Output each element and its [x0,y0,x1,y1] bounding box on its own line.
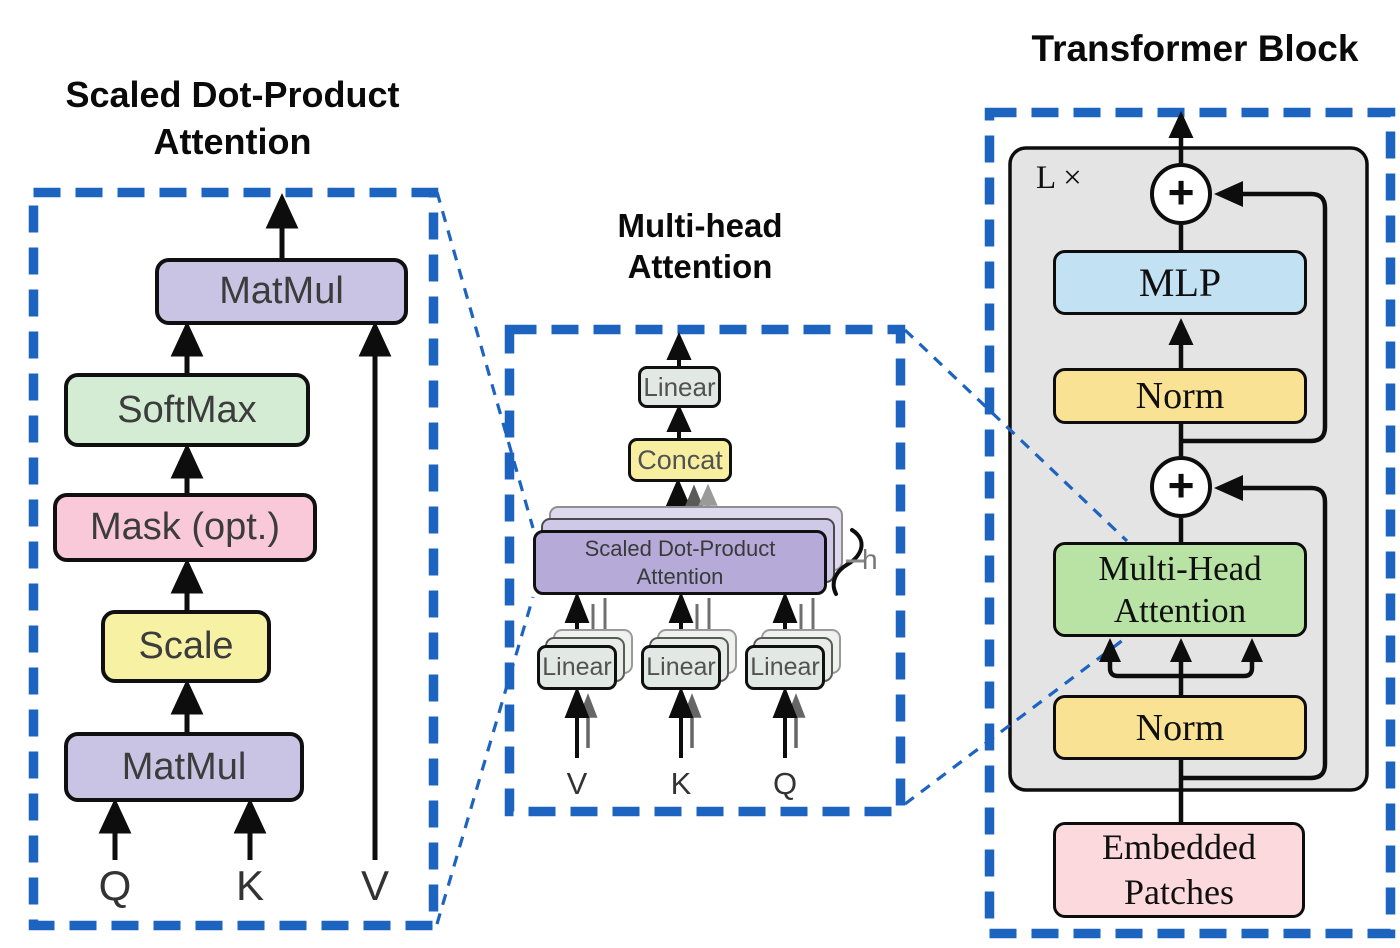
mha-panel-arrows [564,332,815,758]
sdpa-box-line1: Scaled Dot-Product [584,536,776,561]
heads-count-label: h [862,544,878,575]
mha-box-line1: Multi-Head [1098,548,1262,588]
query-input-label: Q [98,862,132,909]
concat-box: Concat [628,438,732,482]
linear-v-box: Linear [537,645,617,690]
residual-add-top-icon: + [1150,163,1212,225]
mha-panel-title: Multi-head Attention [555,205,845,288]
mha-title-line2: Attention [627,248,773,286]
sdpa-title-line1: Scaled Dot-Product [65,74,400,115]
mha-panel-dashed-border [504,324,906,817]
linear-q-box: Linear [745,645,825,690]
scale-box: Scale [101,610,271,683]
softmax-box: SoftMax [64,373,310,447]
sdpa-stack-main-box: Scaled Dot-Product Attention [533,530,827,595]
mha-box-line2: Attention [1113,590,1247,630]
sdpa-box-line2: Attention [636,563,724,589]
embedded-patches-box: Embedded Patches [1053,822,1305,918]
heads-count-brace-icon [831,528,866,596]
key-input-label: K [235,862,264,909]
linear-output-box: Linear [638,366,721,408]
sdpa-panel-arrows [98,193,392,860]
linear-k-box: Linear [641,645,721,690]
embedded-box-line1: Embedded [1102,827,1256,867]
transformer-panel-wires [1099,111,1328,822]
norm-top-box: Norm [1053,368,1307,424]
residual-add-bottom-icon: + [1150,456,1212,518]
mask-box: Mask (opt.) [53,493,317,562]
sdpa-panel-dashed-border [28,187,439,931]
norm-bottom-box: Norm [1053,695,1307,760]
mha-key-input-label: K [670,766,692,801]
value-input-label: V [360,862,389,909]
embedded-box-line2: Patches [1124,872,1234,912]
matmul-top-box: MatMul [155,258,408,325]
multi-head-attention-box: Multi-Head Attention [1053,542,1307,637]
transformer-panel-title: Transformer Block [1031,28,1359,69]
mha-value-input-label: V [566,766,588,801]
sdpa-panel-title: Scaled Dot-Product Attention [35,72,430,166]
mha-query-input-label: Q [772,766,798,801]
mha-title-line1: Multi-head [617,207,783,244]
matmul-bottom-box: MatMul [64,732,304,802]
zoom-connector-lines [435,191,1129,925]
layer-repeat-label: L × [1036,160,1082,196]
mlp-box: MLP [1053,250,1307,315]
transformer-panel-dashed-border [984,107,1396,939]
sdpa-title-line2: Attention [153,120,312,162]
